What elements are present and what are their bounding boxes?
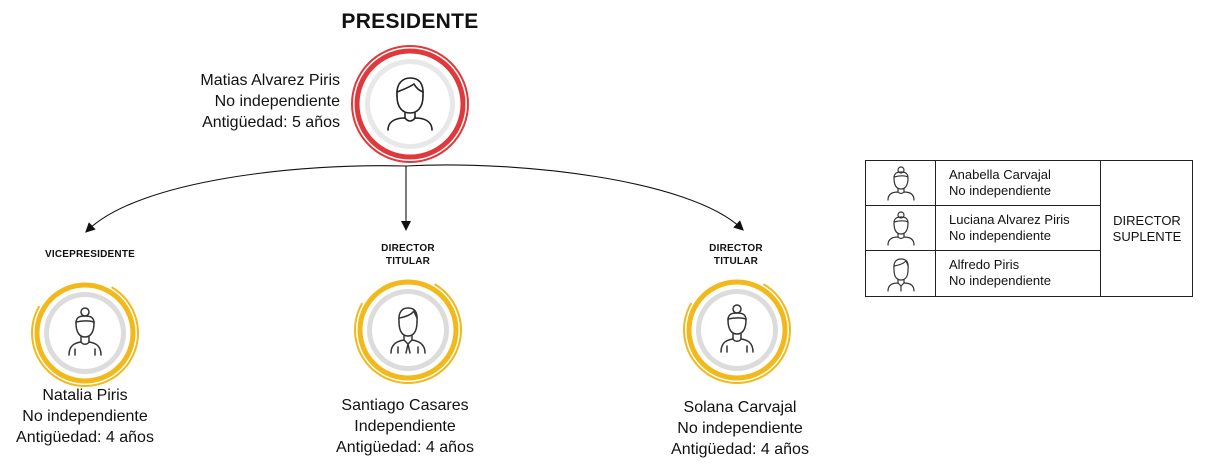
president-name: Matias Alvarez Piris [200, 72, 340, 89]
suplente-row: Alfredo Piris No independiente [866, 251, 1100, 296]
suplente-row: Luciana Alvarez Piris No independiente [866, 206, 1100, 251]
solana-info: Solana Carvajal No independiente Antigüe… [640, 397, 840, 460]
man-avatar-icon [387, 77, 433, 131]
role-director-titular-2: DIRECTOR TITULAR [709, 243, 763, 267]
solana-name: Solana Carvajal [683, 399, 797, 416]
woman-avatar-icon [720, 304, 754, 353]
connector-to-director-solana [405, 164, 744, 231]
president-tenure: Antigüedad: 5 años [202, 114, 340, 131]
vicepresidente-tenure: Antigüedad: 4 años [16, 429, 154, 446]
director-suplente-label: DIRECTOR SUPLENTE [1112, 212, 1182, 244]
president-info: Matias Alvarez Piris No independiente An… [120, 70, 340, 133]
santiago-name: Santiago Casares [341, 397, 469, 414]
connector-to-vicepresidente [85, 165, 407, 233]
solana-status: No independiente [677, 420, 803, 437]
suplente-status: No independiente [949, 183, 1051, 198]
santiago-tenure: Antigüedad: 4 años [336, 439, 474, 456]
suplente-status: No independiente [949, 228, 1051, 243]
woman-avatar-icon [68, 307, 102, 356]
role-vicepresidente: VICEPRESIDENTE [44, 249, 136, 260]
suplente-icon-cell [866, 251, 936, 296]
suplente-rows: Anabella Carvajal No independiente Lucia… [866, 161, 1101, 296]
santiago-status: Independiente [354, 418, 456, 435]
solana-tenure: Antigüedad: 4 años [671, 441, 809, 458]
woman-outline-icon [886, 211, 915, 246]
man-suit-avatar-icon [390, 307, 426, 354]
santiago-info: Santiago Casares Independiente Antigüeda… [305, 395, 505, 458]
vicepresidente-info: Natalia Piris No independiente Antigüeda… [0, 385, 185, 448]
vicepresidente-status: No independiente [22, 408, 148, 425]
man-outline-icon [886, 257, 915, 292]
director-suplente-table: Anabella Carvajal No independiente Lucia… [865, 160, 1193, 297]
suplente-name: Anabella Carvajal [949, 167, 1051, 182]
vicepresidente-name: Natalia Piris [42, 387, 128, 404]
suplente-name: Luciana Alvarez Piris [949, 212, 1070, 227]
president-title: PRESIDENTE [341, 10, 479, 33]
suplente-icon-cell [866, 161, 936, 205]
suplente-name: Alfredo Piris [949, 257, 1020, 272]
suplente-status: No independiente [949, 273, 1051, 288]
suplente-row: Anabella Carvajal No independiente [866, 161, 1100, 206]
role-director-titular-1: DIRECTOR TITULAR [381, 243, 435, 267]
woman-outline-icon [886, 166, 915, 201]
suplente-icon-cell [866, 206, 936, 250]
president-status: No independiente [214, 93, 340, 110]
